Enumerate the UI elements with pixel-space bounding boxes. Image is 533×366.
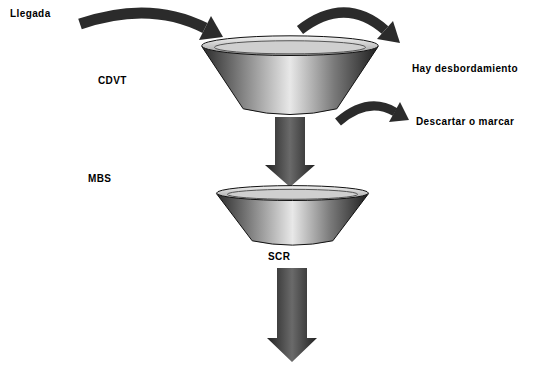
output-arrow [267, 268, 317, 362]
parameter-label: CDVT [98, 75, 127, 86]
bucket-shape [200, 35, 380, 117]
flow-label: Descartar o marcar [416, 116, 514, 127]
bucket-shape [215, 185, 370, 247]
parameter-label: SCR [268, 251, 290, 262]
bucket: MBSSCR [215, 185, 370, 247]
flow-label: Llegada [10, 8, 51, 19]
curved-arrow [80, 13, 223, 40]
bucket: CDVT [200, 35, 380, 117]
flow-arrow [265, 117, 315, 187]
curved-arrow [338, 102, 409, 122]
parameter-label: MBS [88, 173, 111, 184]
flow-label: Hay desbordamiento [412, 63, 518, 74]
